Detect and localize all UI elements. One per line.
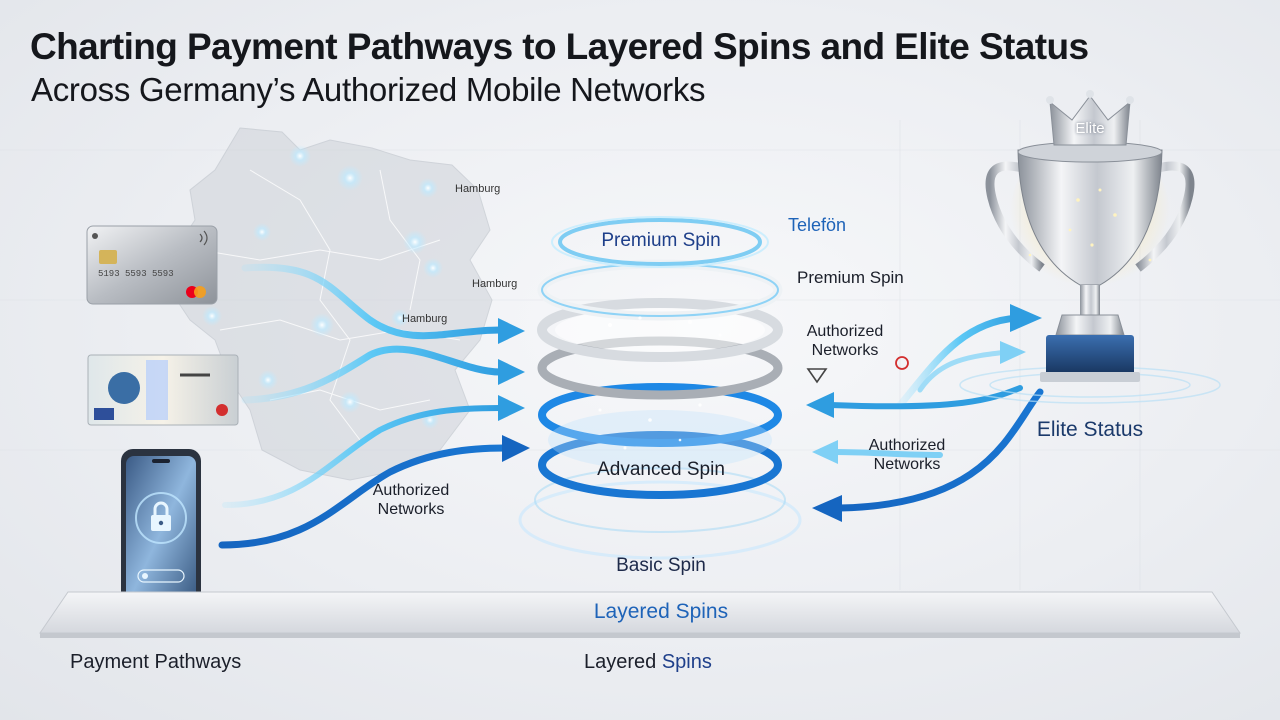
layer-label-basic: Basic Spin	[616, 555, 706, 576]
payment-flow-arrows	[218, 263, 530, 549]
ring-advanced	[538, 431, 782, 499]
spin-stack	[518, 216, 802, 560]
network-triangle-icon	[806, 368, 828, 384]
flow-arrow-to-trophy-1	[896, 314, 1024, 409]
footer-layered-word: Layered	[584, 651, 657, 673]
side-label-telefon: Telefön	[788, 215, 847, 235]
layer-label-premium: Premium Spin	[601, 230, 721, 251]
crown-icon	[1046, 90, 1134, 146]
flow-label-right-authorized: Authorized Networks	[868, 437, 946, 473]
flow-arrow-return-2	[832, 449, 943, 458]
flow-arrow-card	[241, 263, 504, 340]
smartphone	[121, 449, 201, 614]
germany-map	[169, 127, 493, 481]
flow-arrow-note	[241, 345, 504, 404]
side-label-authorized-networks: Authorized Networks	[806, 323, 884, 359]
footer-layered-spins: Layered Spins	[584, 651, 712, 674]
footer-spins-word: Spins	[661, 651, 712, 673]
flow-label-left-authorized: Authorized Networks	[372, 482, 450, 518]
flow-arrow-to-trophy-2	[917, 349, 1011, 393]
page-title: Charting Payment Pathways to Layered Spi…	[30, 26, 1089, 67]
trophy	[959, 90, 1221, 404]
side-label-premium: Premium Spin	[797, 268, 904, 287]
elite-flow-arrows	[806, 304, 1044, 522]
trophy-label: Elite Status	[1036, 418, 1144, 441]
layer-label-advanced: Advanced Spin	[597, 459, 725, 480]
city-label-2: Hamburg	[472, 278, 518, 290]
lock-icon	[151, 501, 171, 531]
flow-arrow-phone	[218, 444, 509, 549]
credit-card: 5193 5593 5593	[86, 225, 218, 305]
city-label-3: Hamburg	[402, 313, 448, 325]
page-subtitle: Across Germany’s Authorized Mobile Netwo…	[31, 71, 706, 108]
banknote	[87, 354, 239, 426]
network-circle-icon	[895, 356, 909, 370]
city-label-1: Hamburg	[455, 183, 501, 195]
crown-text: Elite	[1075, 120, 1105, 137]
ring-premium	[558, 218, 762, 266]
platform	[39, 591, 1241, 638]
card-number: 5193 5593 5593	[98, 269, 174, 279]
platform-label: Layered Spins	[593, 600, 729, 623]
footer-payment-pathways: Payment Pathways	[70, 651, 242, 673]
flow-arrow-return-3	[836, 388, 1044, 512]
flow-arrow-mid	[222, 405, 503, 508]
